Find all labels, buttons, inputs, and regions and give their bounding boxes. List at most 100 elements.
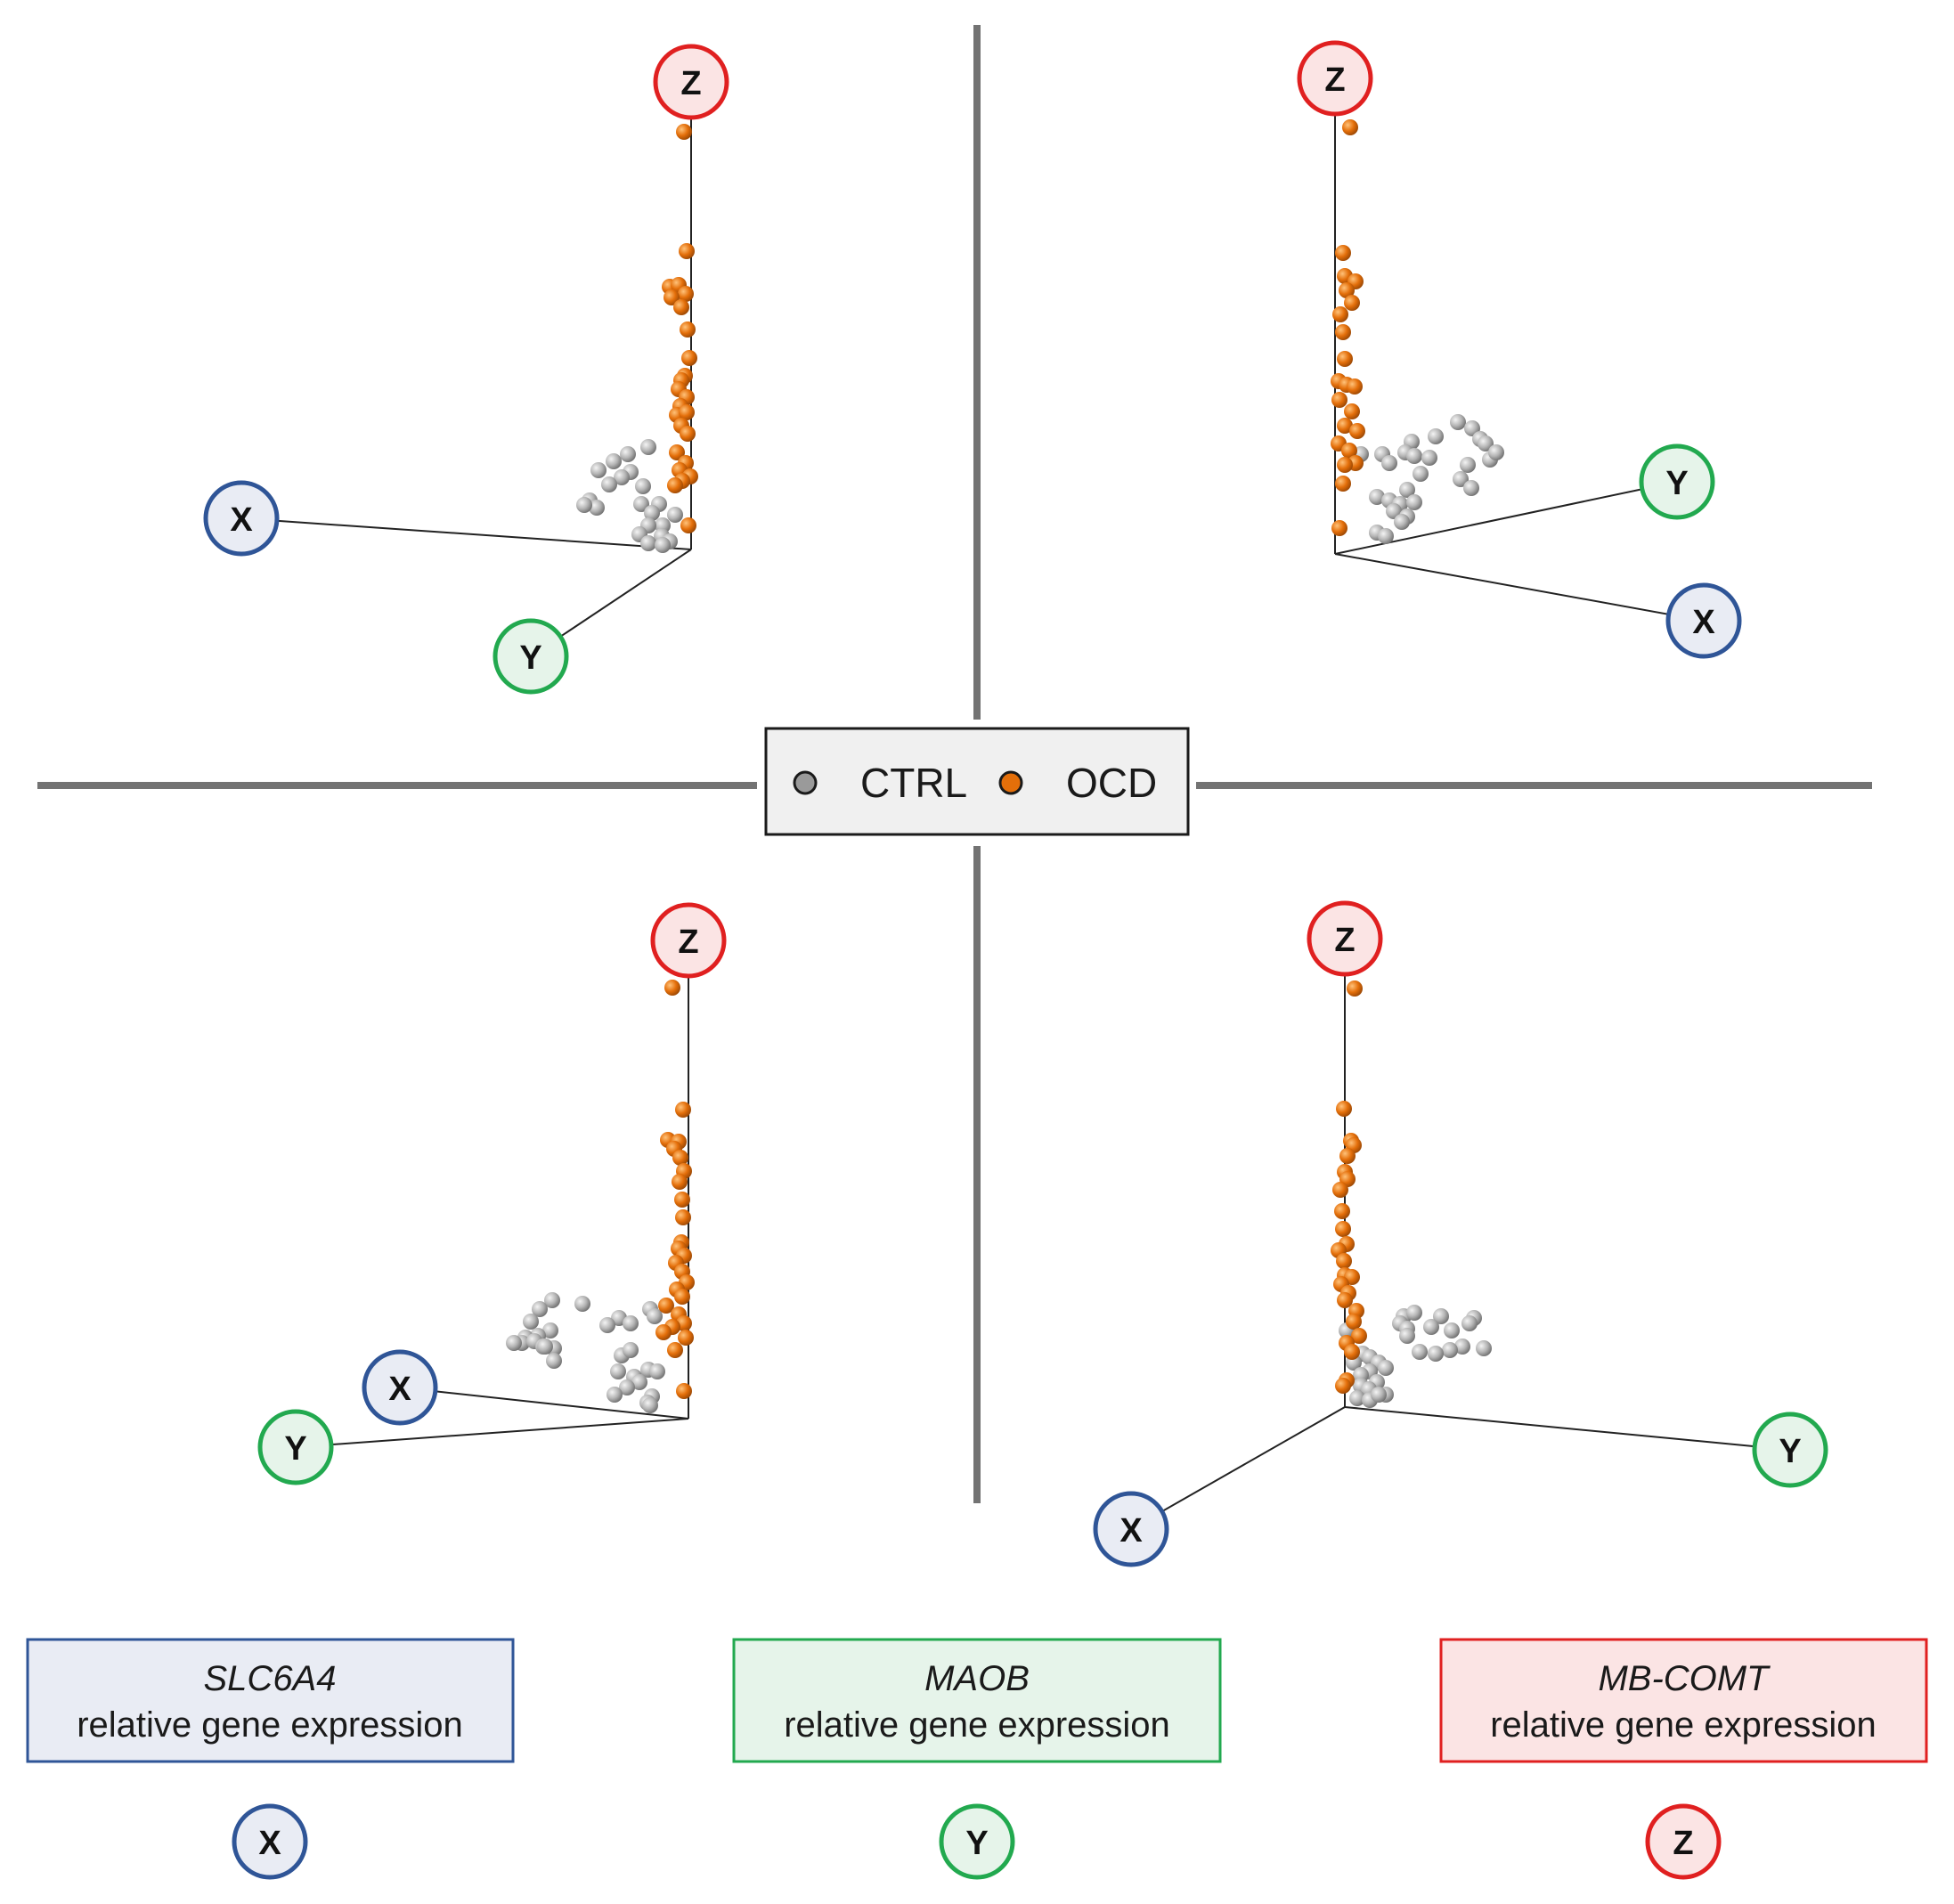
gene-name-z: MB-COMT — [1598, 1659, 1771, 1698]
ctrl-point — [1406, 1305, 1422, 1321]
ctrl-point — [532, 1301, 548, 1317]
ocd-point — [1335, 1221, 1351, 1237]
panel-top-left: XYZ — [203, 44, 729, 695]
ocd-point — [1342, 119, 1358, 135]
quadrant-dividers — [37, 25, 1872, 1503]
ctrl-point — [1412, 1344, 1428, 1360]
z-axis-badge: Z — [650, 902, 727, 979]
legend-box — [764, 727, 1190, 836]
x-axis-badge-circle — [203, 480, 280, 557]
panel-top-right: XYZ — [1297, 40, 1742, 659]
x-axis-badge: X — [203, 480, 280, 557]
ctrl-point — [589, 500, 605, 516]
z-axis-badge: Z — [1307, 900, 1383, 977]
ocd-point — [674, 1289, 690, 1305]
ctrl-points — [506, 1292, 665, 1413]
ocd-point — [678, 1330, 694, 1346]
ctrl-point — [546, 1353, 562, 1369]
ocd-points — [662, 124, 698, 533]
ocd-point — [1339, 282, 1355, 298]
ocd-point — [1335, 1378, 1351, 1394]
ocd-point — [1331, 520, 1347, 536]
ocd-point — [1336, 1101, 1352, 1117]
ctrl-point — [1454, 1338, 1470, 1355]
ocd-point — [1335, 476, 1351, 492]
ocd-point — [673, 299, 689, 315]
ctrl-point — [537, 1338, 553, 1355]
x-axis-badge-letter: X — [1119, 1512, 1143, 1550]
ocd-point — [664, 289, 680, 305]
ctrl-point — [642, 1397, 658, 1413]
z-axis-badge-circle — [650, 902, 727, 979]
gene-box-x: SLC6A4 relative gene expression — [26, 1638, 515, 1763]
ctrl-point — [542, 1322, 558, 1338]
gene-box-y-frame — [732, 1638, 1222, 1763]
ocd-point — [672, 1150, 688, 1166]
x-axis-badge-letter: X — [1692, 604, 1715, 641]
ocd-point — [675, 1102, 691, 1118]
ctrl-point — [1406, 494, 1422, 510]
y-axis-badge-circle — [1752, 1412, 1828, 1488]
x-axis-badge: X — [1093, 1491, 1169, 1567]
ocd-point — [1337, 457, 1353, 473]
key-y-badge-circle — [939, 1803, 1015, 1880]
key-z-badge: Z — [1645, 1803, 1722, 1880]
ctrl-point — [1428, 1346, 1444, 1362]
ctrl-point — [644, 505, 660, 521]
gene-desc-x: relative gene expression — [77, 1705, 463, 1745]
z-axis-badge-circle — [1307, 900, 1383, 977]
y-axis-badge-circle — [1639, 443, 1715, 520]
ctrl-point — [599, 1317, 615, 1333]
ocd-point — [1346, 1314, 1362, 1330]
ocd-point — [1337, 418, 1353, 434]
gene-desc-z: relative gene expression — [1490, 1705, 1877, 1745]
z-axis-badge-circle — [653, 44, 729, 120]
ctrl-point — [1381, 455, 1397, 471]
ctrl-point — [607, 1387, 623, 1403]
y-axis-badge-letter: Y — [519, 639, 541, 677]
gene-box-z: MB-COMT relative gene expression — [1439, 1638, 1928, 1763]
legend-label-ctrl: CTRL — [860, 760, 967, 806]
ctrl-point — [576, 497, 592, 513]
ctrl-point — [623, 1342, 639, 1358]
x-axis-badge: X — [362, 1349, 438, 1426]
ocd-point — [664, 980, 680, 996]
ctrl-point — [633, 496, 649, 512]
ctrl-point — [574, 1296, 590, 1312]
ctrl-point — [1428, 428, 1444, 444]
ocd-point — [1347, 980, 1363, 997]
ctrl-point — [1423, 1319, 1439, 1335]
ocd-point — [1351, 1328, 1367, 1344]
ctrl-point — [620, 446, 636, 462]
ctrl-point — [1349, 1390, 1365, 1406]
legend-label-ocd: OCD — [1066, 760, 1157, 806]
panel-bottom-left: XY Z — [257, 902, 727, 1485]
ctrl-point — [1421, 450, 1437, 466]
ctrl-point — [640, 535, 656, 551]
ctrl-point — [655, 537, 671, 553]
panel-bottom-right: XYZ — [1093, 900, 1828, 1567]
key-x-badge-letter: X — [258, 1825, 281, 1862]
z-axis-badge-circle — [1297, 40, 1373, 117]
gene-name-x: SLC6A4 — [204, 1659, 337, 1698]
ocd-point — [669, 444, 685, 460]
ctrl-point — [1433, 1308, 1449, 1324]
z-axis-badge-letter: Z — [678, 924, 698, 961]
key-x-badge: X — [232, 1803, 308, 1880]
ctrl-point — [1394, 514, 1410, 530]
ocd-point — [1337, 1292, 1353, 1308]
ctrl-point — [590, 462, 607, 478]
key-y-badge-letter: Y — [965, 1825, 988, 1862]
key-z-badge-circle — [1645, 1803, 1722, 1880]
ocd-point — [676, 1383, 692, 1399]
gene-name-y: MAOB — [924, 1659, 1030, 1698]
y-axis-badge: Y — [257, 1409, 334, 1485]
x-axis-badge: X — [1665, 582, 1742, 659]
y-axis-line — [295, 1418, 689, 1448]
ocd-point — [1347, 378, 1363, 395]
ctrl-point — [631, 1374, 647, 1390]
ctrl-point — [1460, 457, 1476, 473]
ctrl-point — [1378, 1360, 1394, 1376]
axis-key-badges: X Y Z — [232, 1803, 1722, 1880]
